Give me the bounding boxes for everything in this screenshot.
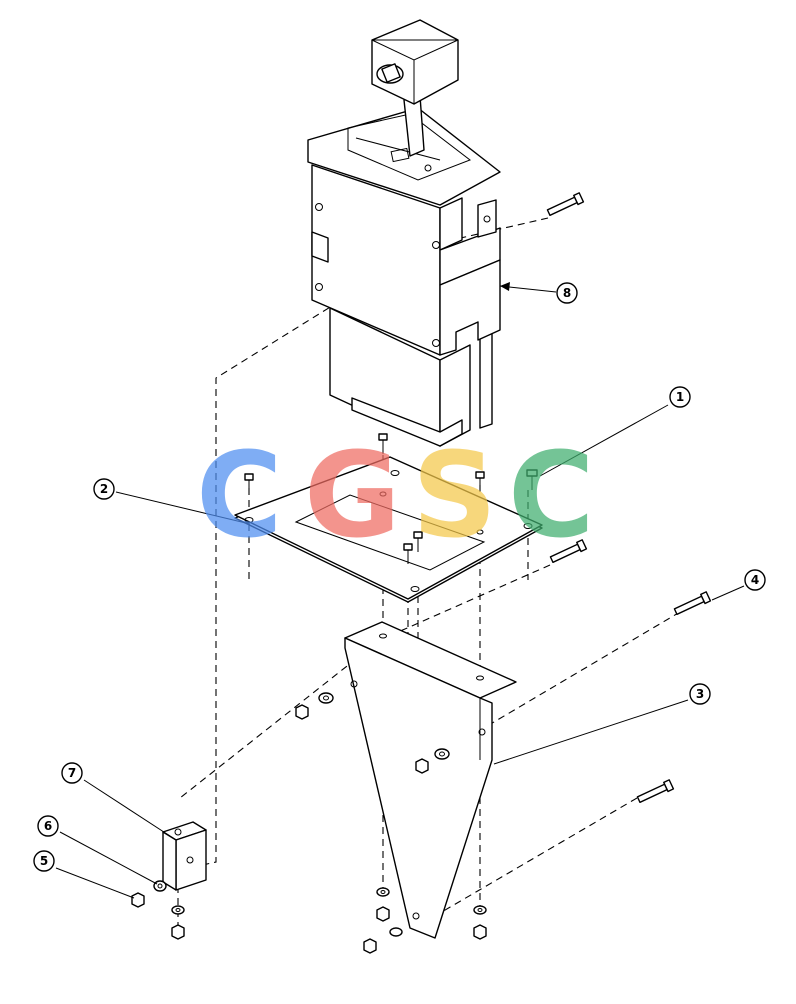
svg-text:7: 7 bbox=[68, 766, 76, 780]
svg-text:1: 1 bbox=[676, 390, 684, 404]
callout-5: 5 bbox=[33, 850, 55, 872]
watermark-letter: C bbox=[508, 426, 595, 564]
callout-leaders bbox=[55, 282, 745, 899]
callout-4: 4 bbox=[744, 569, 766, 591]
svg-text:4: 4 bbox=[751, 573, 759, 587]
watermark-letter: G bbox=[304, 426, 401, 564]
nuts-and-washers bbox=[131, 692, 487, 954]
callout-1: 1 bbox=[669, 386, 691, 408]
angle-bracket bbox=[162, 821, 207, 891]
svg-text:2: 2 bbox=[100, 482, 108, 496]
callout-3: 3 bbox=[689, 683, 711, 705]
callout-7: 7 bbox=[61, 762, 83, 784]
callout-8: 8 bbox=[556, 282, 578, 304]
callout-6: 6 bbox=[37, 815, 59, 837]
cgsc-watermark: C G S C bbox=[196, 426, 595, 564]
watermark-letter: S bbox=[412, 426, 497, 564]
hex-bolts bbox=[546, 192, 712, 804]
svg-text:5: 5 bbox=[40, 854, 48, 868]
mounting-plate bbox=[234, 456, 543, 603]
watermark-letter: C bbox=[196, 426, 283, 564]
svg-text:6: 6 bbox=[44, 819, 52, 833]
svg-text:3: 3 bbox=[696, 687, 704, 701]
svg-text:8: 8 bbox=[563, 286, 571, 300]
mounting-bracket bbox=[344, 621, 517, 939]
callout-2: 2 bbox=[93, 478, 115, 500]
shift-control-unit bbox=[307, 19, 501, 447]
cap-screws bbox=[244, 433, 538, 564]
